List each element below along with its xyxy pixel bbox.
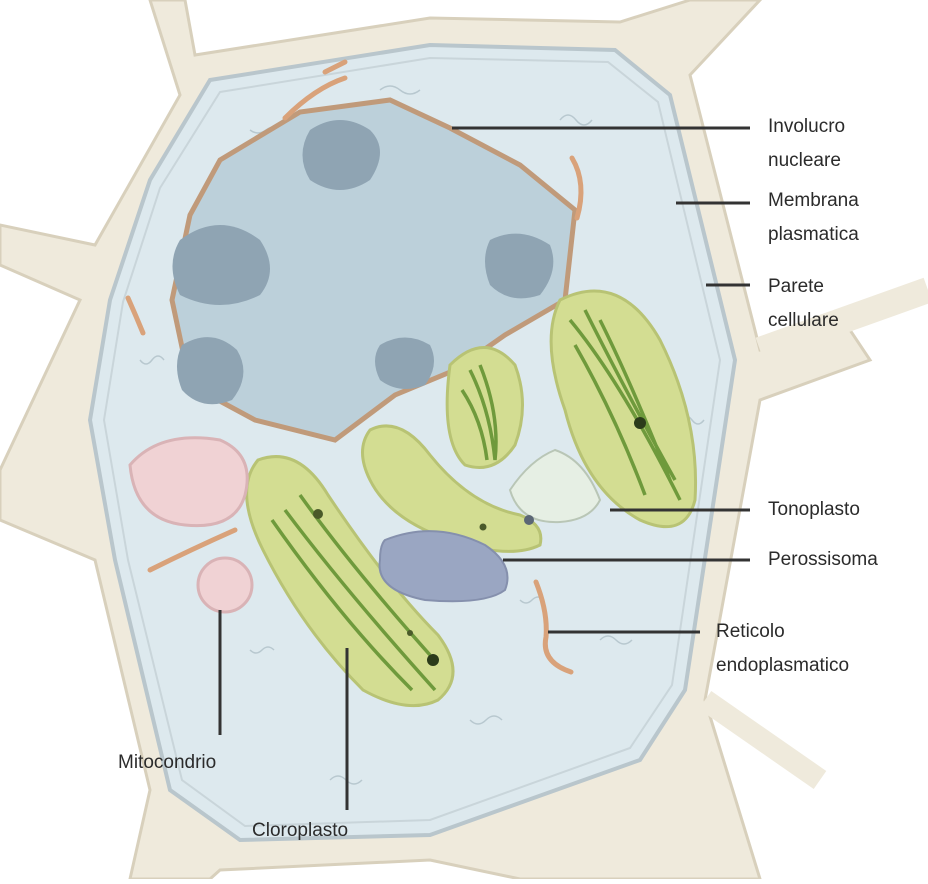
chromatin-4 [375,338,434,390]
label-cloroplasto: Cloroplasto [252,814,348,848]
chloroplast-middle [447,348,522,468]
label-perossisoma: Perossisoma [768,543,878,577]
small-vesicle [524,515,534,525]
label-parete-line2: cellulare [768,304,839,338]
label-involucro-line2: nucleare [768,144,845,178]
label-parete-cellulare: Parete cellulare [768,270,839,338]
label-involucro-line1: Involucro [768,110,845,144]
chromatin-5 [485,234,553,299]
label-reticolo-endoplasmatico: Reticolo endoplasmatico [716,615,849,683]
chromatin-3 [177,337,243,404]
label-membrana-plasmatica: Membrana plasmatica [768,184,859,252]
label-involucro-nucleare: Involucro nucleare [768,110,845,178]
label-parete-line1: Parete [768,270,839,304]
label-membrana-line2: plasmatica [768,218,859,252]
chromatin-2 [173,225,271,305]
label-membrana-line1: Membrana [768,184,859,218]
label-reticolo-line2: endoplasmatico [716,649,849,683]
label-reticolo-line1: Reticolo [716,615,849,649]
chromatin-1 [303,120,381,190]
label-tonoplasto: Tonoplasto [768,493,860,527]
label-mitocondrio: Mitocondrio [118,746,216,780]
mitochondrion-small [198,558,252,612]
